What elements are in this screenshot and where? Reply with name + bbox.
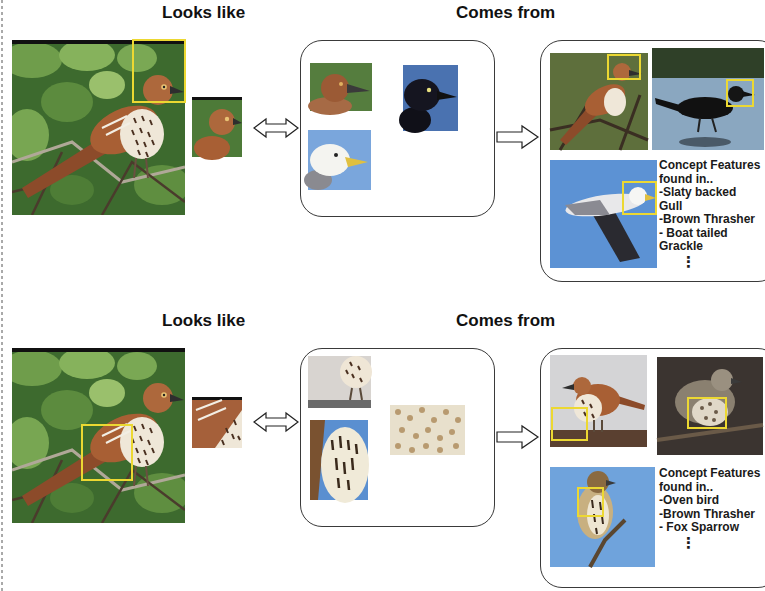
list-item: -Slaty backed Gull (659, 186, 762, 213)
list-item: -Brown Thrasher (659, 508, 762, 522)
list-item: ⋮ (659, 254, 762, 270)
source-box: Concept Features found in..-Slaty backed… (540, 40, 765, 282)
list-item: ⋮ (659, 535, 762, 551)
double-arrow (254, 413, 298, 431)
list-heading: Concept Features found in.. (659, 159, 762, 186)
query-crop (192, 397, 242, 448)
patch-box (300, 40, 495, 217)
list-item: -Brown Thrasher (659, 213, 762, 227)
source-photos (550, 355, 763, 567)
panel-heading: Looks like (162, 311, 245, 331)
query-crop (192, 97, 242, 160)
list-heading: Concept Features found in.. (659, 467, 762, 494)
query-image-panel: Looks like (12, 311, 252, 524)
patch-box (300, 348, 495, 527)
double-arrow (254, 119, 298, 137)
column-heading: Comes from (456, 3, 555, 23)
query-photo (2, 347, 190, 523)
list-item: -Oven bird (659, 494, 762, 508)
block-arrow (497, 126, 538, 148)
block-arrow (497, 426, 538, 448)
patch-images (308, 356, 465, 503)
concept-list: Concept Features found in..-Slaty backed… (659, 159, 762, 270)
query-image-panel: Looks like (12, 3, 252, 218)
source-box: Concept Features found in..-Oven bird-Br… (540, 348, 765, 588)
source-photos (550, 48, 764, 268)
column-heading: Comes from (456, 311, 555, 331)
list-item: - Boat tailed Grackle (659, 227, 762, 254)
patch-images (304, 63, 458, 190)
list-item: - Fox Sparrow (659, 521, 762, 535)
panel-heading: Looks like (162, 3, 245, 23)
concept-list: Concept Features found in..-Oven bird-Br… (659, 467, 762, 551)
query-photo (2, 39, 190, 215)
divider-line (2, 0, 3, 591)
